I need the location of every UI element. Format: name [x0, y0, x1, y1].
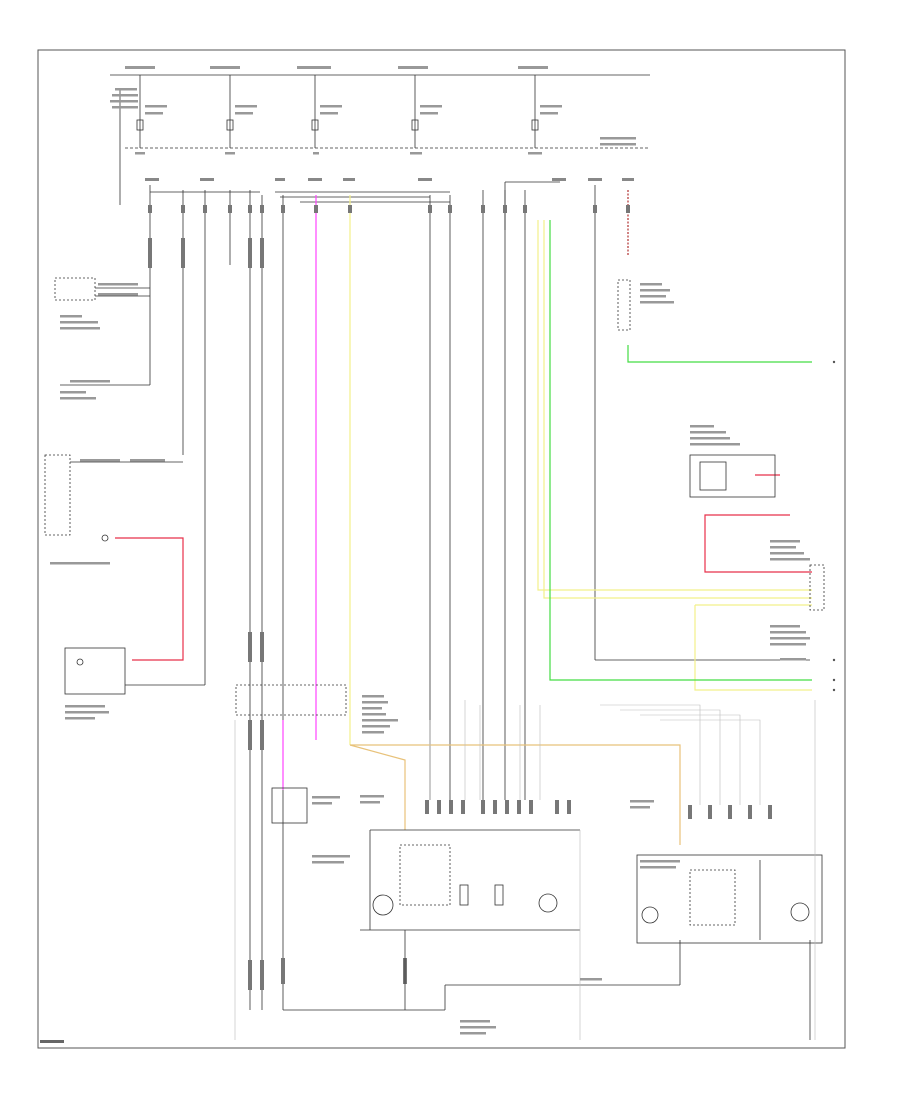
fuse-icon: [411, 75, 419, 148]
right-edge-terminals: [832, 360, 836, 692]
lower-right-connectors: [688, 805, 772, 819]
pink-wire: [282, 195, 317, 790]
orange-wire: [349, 744, 681, 845]
ground-icon: [101, 534, 109, 542]
lamp-icon: [641, 906, 659, 924]
lamp-icon: [538, 893, 558, 913]
left-label-marks: [50, 283, 165, 720]
green-wire: [549, 220, 812, 681]
middle-label-marks: [312, 695, 398, 805]
lower-left-connectors: [425, 800, 571, 814]
fuse-icon: [311, 75, 319, 148]
connector-icon: [832, 360, 836, 364]
top-label-marks: [110, 66, 636, 155]
lamp-icon: [372, 894, 394, 916]
fuse-row: [136, 75, 539, 148]
connector-icon: [832, 678, 836, 682]
left-door-module: [283, 829, 681, 1011]
top-power-bus: [110, 74, 650, 205]
fuse-icon: [226, 75, 234, 148]
ghost-wires: [234, 700, 816, 1040]
right-upper-switch: [617, 279, 825, 611]
footer-code-mark: [40, 1040, 64, 1043]
middle-connector: [235, 684, 347, 824]
connector-header-row: [145, 178, 634, 181]
lamp-icon: [790, 902, 810, 922]
fuse-icon: [531, 75, 539, 148]
connector-icon: [832, 688, 836, 692]
red-wire-left: [115, 537, 184, 661]
door-lamp-switch: [44, 454, 183, 542]
fuse-icon: [136, 75, 144, 148]
yellow-wire-right: [537, 220, 812, 691]
lamp-icon: [76, 658, 84, 666]
header-bus: [150, 181, 560, 230]
rear-lamp-box: [64, 647, 205, 695]
connector-icon: [832, 658, 836, 662]
door-switch-upper: [54, 277, 150, 301]
diagram-frame: [37, 49, 846, 1049]
right-label-marks: [312, 283, 810, 1035]
vertical-wires: [149, 185, 810, 1010]
red-wire-right: [704, 474, 812, 573]
right-door-module: [636, 854, 823, 1040]
